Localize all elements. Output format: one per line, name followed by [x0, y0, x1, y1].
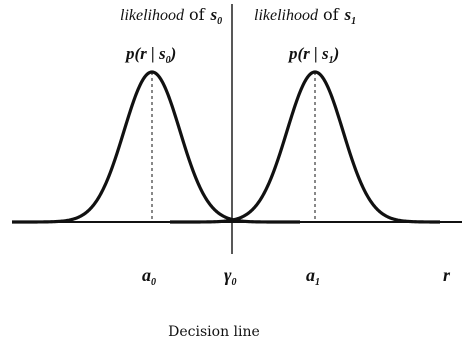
curve-label-s1-prefix: p(r | s [287, 44, 329, 63]
curve-label-s0-subscript: 0 [166, 55, 171, 66]
label-a0: a0 [142, 265, 156, 288]
likelihood-s1-of: of [323, 5, 340, 24]
likelihood-s0-symbol: s [210, 5, 218, 24]
curve-label-s0-prefix: p(r | s [124, 44, 166, 63]
label-gamma0-symbol: γ [224, 265, 232, 285]
label-a1-symbol: a [306, 265, 315, 285]
likelihood-curve-s0 [11, 70, 301, 224]
label-a1: a1 [306, 265, 320, 288]
curve-label-s0: p(r | s0) [124, 44, 176, 66]
curve-label-s1-suffix: ) [332, 44, 340, 63]
curve-label-s0-suffix: ) [169, 44, 177, 63]
caption-decision-line: Decision line [168, 324, 260, 340]
likelihood-s0-of: of [189, 5, 206, 24]
likelihood-s0-word: likelihood [120, 7, 185, 24]
curve-label-s1-subscript: 1 [329, 55, 334, 66]
curve-label-s1: p(r | s1) [287, 44, 339, 66]
label-gamma0-subscript: 0 [232, 277, 237, 288]
likelihood-s1-symbol: s [344, 5, 352, 24]
label-a1-subscript: 1 [315, 277, 320, 288]
likelihood-s1-subscript: 1 [351, 16, 356, 27]
likelihood-s0-subscript: 0 [217, 16, 222, 27]
label-a0-symbol: a [142, 265, 151, 285]
label-r: r [443, 265, 451, 285]
likelihood-s1-word: likelihood [254, 7, 319, 24]
label-gamma0: γ0 [224, 265, 237, 288]
label-a0-subscript: 0 [151, 277, 156, 288]
likelihood-curve-s1 [169, 70, 441, 224]
